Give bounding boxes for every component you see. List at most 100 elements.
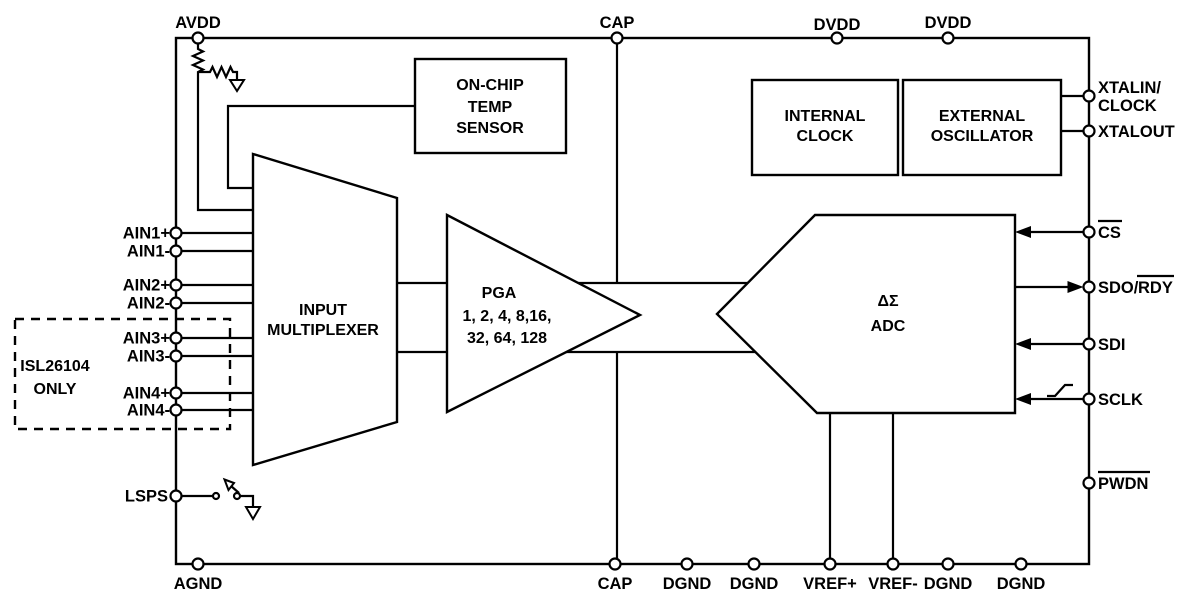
temp-sensor-label-3: SENSOR xyxy=(456,120,524,137)
pin-label-ain4n: AIN4- xyxy=(127,402,170,420)
pin-label-ain3p: AIN3+ xyxy=(123,330,170,348)
pin-ain4n xyxy=(169,403,183,417)
temp-sensor-label-2: TEMP xyxy=(468,99,513,116)
pin-label-ain1n: AIN1- xyxy=(127,243,170,261)
sclk-arrow-icon xyxy=(1015,393,1031,405)
pin-dvdd-1 xyxy=(830,31,844,45)
temp-sensor-box xyxy=(413,57,568,155)
lsps-gnd-wire xyxy=(240,494,255,507)
pin-label-dgnd-1: DGND xyxy=(663,575,712,593)
switch-contact xyxy=(211,491,221,501)
sdi-arrow-icon xyxy=(1015,338,1031,350)
note-box-label-1: ISL26104 xyxy=(20,358,89,375)
pin-ain4p xyxy=(169,386,183,400)
ground-symbol xyxy=(244,506,262,521)
pga-label-3: 32, 64, 128 xyxy=(467,330,547,347)
pin-label-ain4p: AIN4+ xyxy=(123,385,170,403)
pin-label-xtalin: XTALIN/ xyxy=(1098,79,1161,97)
pin-ain2n xyxy=(169,296,183,310)
temp-sensor-wire xyxy=(226,104,415,190)
pin-label-cs: CS xyxy=(1098,224,1121,242)
pin-ain3p xyxy=(169,331,183,345)
block-shapes xyxy=(13,57,1063,467)
pin-label-sdi: SDI xyxy=(1098,336,1126,354)
adc-shape xyxy=(715,213,1017,415)
avdd-branch-resistor-symbol xyxy=(198,64,239,80)
pin-dgnd-2 xyxy=(747,557,761,571)
pga-amplifier-shape xyxy=(445,213,643,414)
pga-label-1: PGA xyxy=(482,285,517,302)
pin-label-ain2p: AIN2+ xyxy=(123,277,170,295)
pin-label-ain1p: AIN1+ xyxy=(123,225,170,243)
temp-sensor-label-1: ON-CHIP xyxy=(456,77,524,94)
pin-dgnd-3 xyxy=(941,557,955,571)
pin-label-rdy: RDY xyxy=(1138,279,1173,297)
pin-xtalin xyxy=(1082,89,1096,103)
pin-sclk xyxy=(1082,392,1096,406)
pin-label-dgnd-4: DGND xyxy=(997,575,1046,593)
pin-label-agnd: AGND xyxy=(174,575,223,593)
pin-xtalout xyxy=(1082,124,1096,138)
isl26104-only-dashed-box xyxy=(13,317,232,431)
pin-label-dgnd-2: DGND xyxy=(730,575,779,593)
pin-lsps xyxy=(169,489,183,503)
external-oscillator-label-1: EXTERNAL xyxy=(939,108,1025,125)
pin-pwdn xyxy=(1082,476,1096,490)
pin-label-dgnd-3: DGND xyxy=(924,575,973,593)
pin-cap-bottom xyxy=(608,557,622,571)
adc-label-1: ΔΣ xyxy=(877,293,899,310)
external-oscillator-label-2: OSCILLATOR xyxy=(931,128,1034,145)
pin-label-vrefp: VREF+ xyxy=(803,575,857,593)
switch-contact xyxy=(232,491,242,501)
pin-vrefn xyxy=(886,557,900,571)
internal-clock-label-1: INTERNAL xyxy=(785,108,866,125)
external-oscillator-box xyxy=(901,78,1063,177)
pin-vrefp xyxy=(823,557,837,571)
ground-symbol xyxy=(228,79,246,93)
pin-label-pwdn: PWDN xyxy=(1098,475,1148,493)
pin-label-cap-bottom: CAP xyxy=(598,575,633,593)
pin-sdi xyxy=(1082,337,1096,351)
input-multiplexer-label-2: MULTIPLEXER xyxy=(267,322,379,339)
internal-clock-label-2: CLOCK xyxy=(797,128,854,145)
pin-label-lsps: LSPS xyxy=(125,488,168,506)
switch-arrow-icon xyxy=(222,477,236,493)
pin-cs xyxy=(1082,225,1096,239)
pin-agnd xyxy=(191,557,205,571)
pin-label-cap-top: CAP xyxy=(600,14,635,32)
cs-arrow-icon xyxy=(1015,226,1031,238)
arrowheads xyxy=(1015,226,1084,405)
pin-dgnd-4 xyxy=(1014,557,1028,571)
pin-label-sdo: SDO/ xyxy=(1098,279,1139,297)
pin-ain1n xyxy=(169,244,183,258)
pin-ain3n xyxy=(169,349,183,363)
avdd-wire-resistor-symbol xyxy=(190,43,253,212)
pin-dgnd-1 xyxy=(680,557,694,571)
sdo-arrow-icon xyxy=(1067,281,1084,293)
pin-avdd xyxy=(191,31,205,45)
pin-label-dvdd-1: DVDD xyxy=(814,16,861,34)
pin-label-ain3n: AIN3- xyxy=(127,348,170,366)
pin-ain1p xyxy=(169,226,183,240)
note-box-label-2: ONLY xyxy=(34,381,77,398)
internal-clock-box xyxy=(750,78,900,177)
labels: AVDD CAP DVDD DVDD AIN1+ AIN1- AIN2+ AIN… xyxy=(20,14,1174,593)
pin-sdo-rdy xyxy=(1082,280,1096,294)
pin-label-sclk: SCLK xyxy=(1098,391,1143,409)
pin-label-ain2n: AIN2- xyxy=(127,295,170,313)
pin-circles xyxy=(169,31,1096,571)
pga-label-2: 1, 2, 4, 8,16, xyxy=(463,308,552,325)
pin-label-clock: CLOCK xyxy=(1098,97,1157,115)
pin-label-dvdd-2: DVDD xyxy=(925,14,972,32)
pin-label-avdd: AVDD xyxy=(175,14,221,32)
input-multiplexer-label-1: INPUT xyxy=(299,302,347,319)
pin-label-xtalout: XTALOUT xyxy=(1098,123,1175,141)
pin-dvdd-2 xyxy=(941,31,955,45)
pin-label-vrefn: VREF- xyxy=(868,575,918,593)
adc-label-2: ADC xyxy=(871,318,906,335)
pin-cap-top xyxy=(610,31,624,45)
pin-ain2p xyxy=(169,278,183,292)
schmitt-trigger-icon xyxy=(1047,383,1073,398)
